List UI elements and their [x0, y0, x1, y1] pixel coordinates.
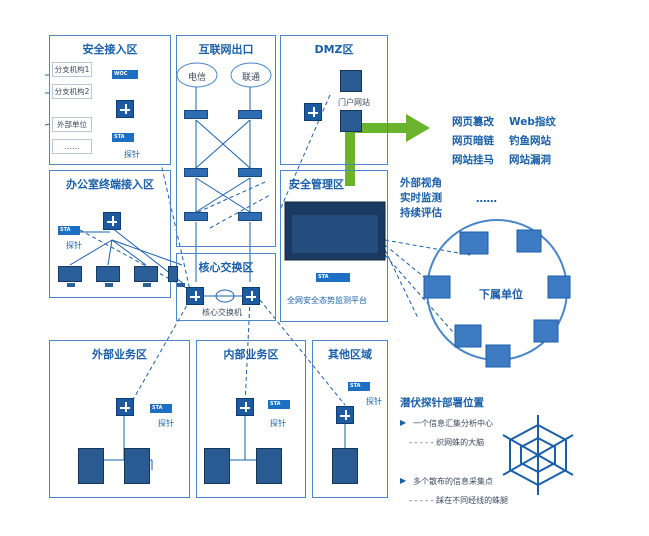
sta-probe-device: STA [112, 133, 134, 142]
switch-icon [236, 398, 254, 416]
outside-view-label: 持续评估 [400, 207, 442, 219]
server-icon [78, 448, 104, 484]
zone-title: 互联网出口 [198, 43, 254, 56]
deploy-point-sub: - - - - - 踩在不同经线的蛛腿 [409, 496, 509, 505]
probe-label: 探针 [158, 419, 174, 428]
sta-probe-device: STA [348, 382, 370, 391]
probe-deploy-title: 潜伏探针部署位置 [400, 397, 484, 409]
zone-title: DMZ区 [314, 43, 354, 56]
deploy-point-sub: - - - - - 织网蛛的大脑 [409, 438, 485, 447]
zone-core-switch: 核心交换区 [176, 253, 276, 321]
switch-icon [336, 406, 354, 424]
deploy-point-text: 多个散布的信息采集点 [413, 477, 493, 486]
bullet-icon: ▶ [400, 418, 407, 427]
switch-icon [304, 103, 322, 121]
pc-icon [58, 266, 82, 287]
switch-icon [184, 212, 208, 221]
threat-label: 网站挂马 [452, 154, 494, 166]
zone-title: 安全接入区 [82, 43, 138, 56]
zone-title: 办公室终端接入区 [66, 178, 154, 191]
branch-item: …… [52, 139, 92, 154]
cloud-telecom-label: 电信 [188, 73, 207, 83]
threat-label: 网页暗链 [452, 135, 494, 147]
server-icon [256, 448, 282, 484]
core-switch-label: 核心交换机 [202, 308, 242, 317]
sta-probe-device: STA [268, 400, 290, 409]
zone-internal-business: 内部业务区 [196, 340, 306, 498]
switch-icon [103, 212, 121, 230]
woc-device: WOC [112, 70, 138, 79]
cloud-unicom-label: 联通 [242, 73, 261, 83]
zone-title: 其他区域 [328, 348, 372, 361]
probe-label: 探针 [270, 419, 286, 428]
zone-title: 内部业务区 [223, 348, 279, 361]
zone-title: 外部业务区 [92, 348, 147, 361]
threat-label: 网页篡改 [452, 116, 494, 128]
zone-other: 其他区域 [312, 340, 388, 498]
core-switch-icon [242, 287, 260, 305]
server-icon [332, 448, 358, 484]
server-icon [204, 448, 230, 484]
sta-probe-device: STA [150, 404, 172, 413]
portal-server-icon [340, 70, 362, 92]
bullet-icon: ▶ [400, 476, 407, 485]
subordinate-label: 下属单位 [479, 288, 523, 301]
platform-label: 全网安全态势监测平台 [287, 296, 367, 305]
router-icon [184, 110, 208, 119]
pc-icon [96, 266, 120, 287]
firewall-icon [238, 168, 262, 177]
pc-icon [168, 266, 185, 287]
branch-item: 分支机构2 [52, 84, 92, 99]
switch-icon [238, 212, 262, 221]
outside-view-label: 实时监测 [400, 192, 442, 204]
probe-label: 探针 [366, 397, 382, 406]
switch-icon [116, 100, 134, 118]
probe-label: 探针 [124, 150, 140, 159]
deploy-point-text: 一个信息汇集分析中心 [413, 419, 493, 428]
pc-icon [134, 266, 158, 287]
outside-ellipsis: …… [476, 193, 497, 205]
dmz-portal-label: 门户网站 [338, 98, 370, 107]
zone-title: 核心交换区 [198, 261, 254, 274]
zone-external-business: 外部业务区 [49, 340, 190, 498]
outside-view-label: 外部视角 [400, 177, 442, 189]
zone-internet-exit: 互联网出口 [176, 35, 276, 247]
threat-label: 网站漏洞 [509, 154, 551, 166]
router-icon [238, 110, 262, 119]
zone-security-mgmt: 安全管理区 [280, 170, 388, 322]
threat-label: Web指纹 [509, 116, 556, 128]
zone-dmz: DMZ区 [280, 35, 388, 165]
switch-icon [116, 398, 134, 416]
branch-item: 外部单位 [52, 117, 92, 132]
platform-device: STA [316, 273, 350, 282]
core-switch-icon [186, 287, 204, 305]
server-icon [124, 448, 150, 484]
zone-office-terminal: 办公室终端接入区 [49, 170, 171, 298]
branch-item: 分支机构1 [52, 62, 92, 77]
portal-server-icon [340, 110, 362, 132]
zone-title: 安全管理区 [289, 178, 344, 191]
threat-label: 钓鱼网站 [509, 135, 551, 147]
probe-label: 探针 [66, 241, 82, 250]
firewall-icon [184, 168, 208, 177]
sta-probe-device: STA [58, 226, 80, 235]
